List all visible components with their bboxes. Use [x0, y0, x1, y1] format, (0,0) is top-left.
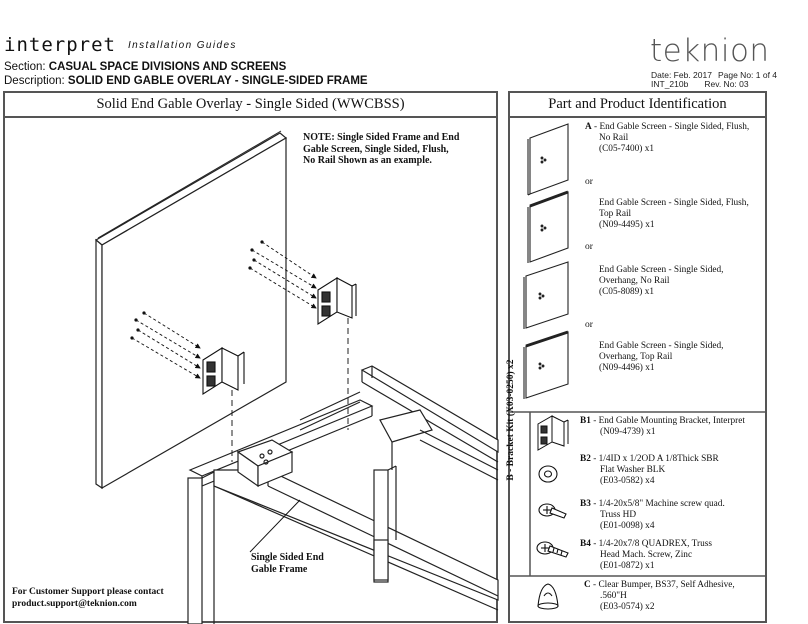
example-note: NOTE: Single Sided Frame and End Gable S…	[303, 132, 460, 166]
screw-heads-right	[248, 240, 264, 270]
part-b3-screw-icon	[538, 503, 567, 519]
part-a-text: A - End Gable Screen - Single Sided, Flu…	[585, 122, 750, 154]
parts-panel-title: Part and Product Identification	[510, 93, 765, 118]
or-separator-1: or	[585, 177, 593, 187]
doc-meta-row-1: Date: Feb. 2017 Page No: 1 of 4	[651, 70, 777, 80]
section-value: CASUAL SPACE DIVISIONS AND SCREENS	[48, 61, 287, 73]
part-b3-text: B3 - 1/4-20x5/8" Machine screw quad. Tru…	[580, 499, 725, 531]
description-line: Description: SOLID END GABLE OVERLAY - S…	[4, 75, 368, 87]
screw-heads-left	[130, 311, 146, 340]
or-separator-3: or	[585, 320, 593, 330]
end-gable-frame	[187, 365, 499, 624]
teknion-logo: teknion	[650, 33, 770, 69]
doc-date: Date: Feb. 2017	[651, 70, 712, 80]
parts-dividers	[510, 411, 767, 577]
frame-leader	[249, 499, 301, 553]
installation-panel-title: Solid End Gable Overlay - Single Sided (…	[5, 93, 496, 118]
section-key: Section:	[4, 61, 46, 73]
part-a-screen-icon	[527, 123, 569, 196]
customer-support: For Customer Support please contact prod…	[12, 587, 164, 609]
section-line: Section: CASUAL SPACE DIVISIONS AND SCRE…	[4, 61, 286, 73]
part-flush-top-rail-text: End Gable Screen - Single Sided, Flush, …	[599, 198, 749, 230]
support-email[interactable]: product.support@teknion.com	[12, 599, 137, 609]
bracket-left	[202, 347, 245, 395]
part-overhang-no-rail-text: End Gable Screen - Single Sided, Overhan…	[599, 265, 724, 297]
part-c-text: C - Clear Bumper, BS37, Self Adhesive, .…	[584, 580, 735, 612]
or-separator-2: or	[585, 242, 593, 252]
part-b4-text: B4 - 1/4-20x7/8 QUADREX, Truss Head Mach…	[580, 539, 712, 571]
part-overhang-top-rail-icon	[523, 330, 569, 399]
frame-label: Single Sided End Gable Frame	[251, 552, 324, 575]
screws-left	[131, 312, 201, 379]
guide-type: Installation Guides	[127, 40, 237, 51]
part-c-bumper-icon	[537, 583, 559, 610]
end-gable-screen	[94, 130, 288, 490]
alignment-lines	[231, 318, 349, 462]
bracket-kit-label: B - Bracket Kit (X03-0250) x2	[506, 359, 516, 481]
product-name: interpret	[4, 34, 116, 56]
part-flush-top-rail-icon	[527, 190, 569, 263]
doc-page: Page No: 1 of 4	[717, 70, 778, 80]
doc-rev: Rev. No: 03	[704, 79, 749, 89]
part-overhang-no-rail-icon	[523, 261, 569, 329]
part-b4-screw-icon	[536, 541, 569, 558]
part-b1-text: B1 - End Gable Mounting Bracket, Interpr…	[580, 416, 745, 437]
part-b1-bracket-icon	[537, 415, 569, 451]
part-b2-washer-icon	[538, 465, 558, 483]
doc-meta-row-2: INT_210b Rev. No: 03	[651, 79, 749, 89]
doc-id: INT_210b	[651, 79, 689, 89]
description-value: SOLID END GABLE OVERLAY - SINGLE-SIDED F…	[67, 75, 368, 87]
header-brand-line: interpret Installation Guides	[4, 34, 237, 60]
description-key: Description:	[4, 75, 65, 87]
screws-right	[249, 241, 317, 309]
part-overhang-top-rail-text: End Gable Screen - Single Sided, Overhan…	[599, 341, 724, 373]
part-b2-text: B2 - 1/4ID x 1/2OD A 1/8Thick SBR Flat W…	[580, 454, 719, 486]
bracket-right	[317, 277, 357, 325]
